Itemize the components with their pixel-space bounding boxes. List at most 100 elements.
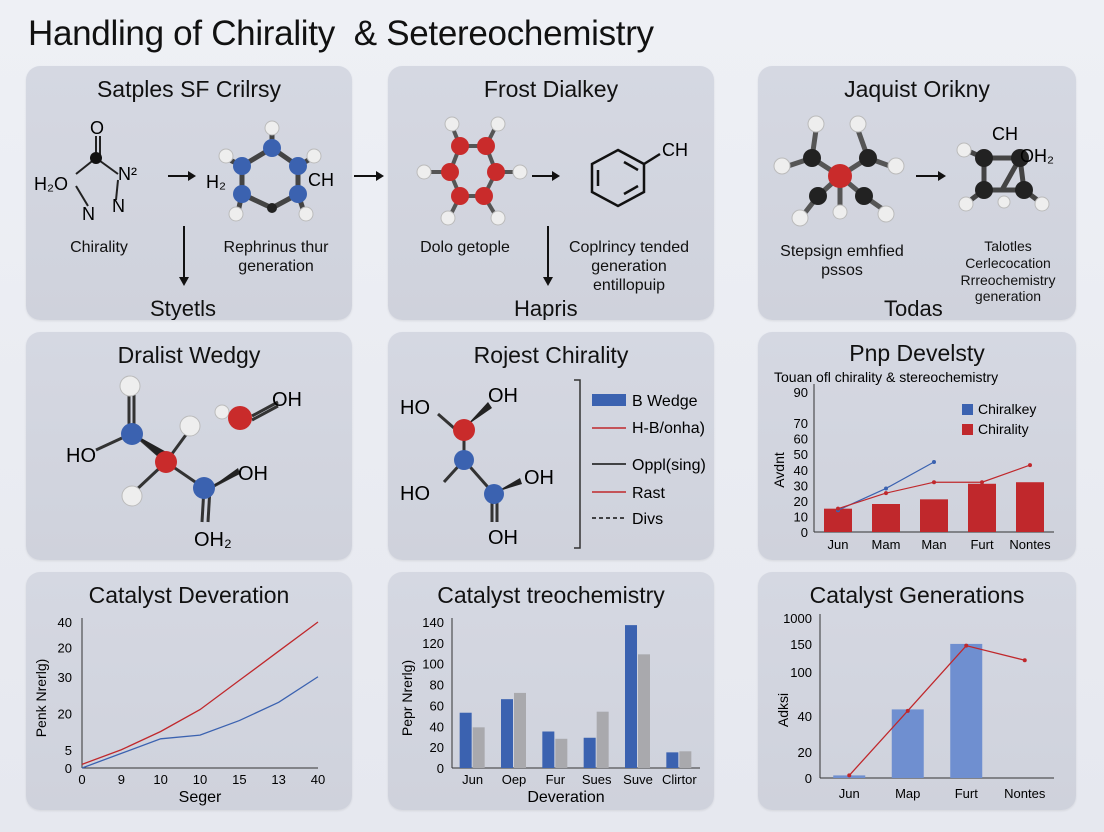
atom-ch: CH <box>992 124 1018 144</box>
atom-oh2: OH₂ <box>1020 146 1054 166</box>
x-tick-label: 13 <box>271 772 285 787</box>
bar <box>920 499 948 532</box>
panel-title: Dralist Wedgy <box>117 342 261 368</box>
panel-title: Satples SF Crilrsy <box>96 76 282 102</box>
molecule-diagram-p4: OH HO OH OH₂ <box>66 375 302 551</box>
bar <box>1016 482 1044 532</box>
arrow-icon <box>916 171 946 181</box>
caption-left: Dolo getople <box>420 239 510 256</box>
atom-ch: CH <box>308 170 334 190</box>
panel-footer: Todas <box>884 296 943 320</box>
bar <box>596 711 609 768</box>
data-point <box>964 643 969 648</box>
atom-ho: HO <box>400 397 430 419</box>
atom-n2: N² <box>118 164 137 184</box>
panel-title: Catalyst Deveration <box>88 582 290 608</box>
atom-oh: OH <box>524 467 554 489</box>
molecule-diagram-p3: CH OH₂ <box>773 115 1054 227</box>
y-axis-label: Penk Nrerlg) <box>33 659 49 738</box>
x-tick-label: Jun <box>462 772 483 787</box>
y-tick-label: 140 <box>422 615 444 630</box>
bar <box>459 712 472 768</box>
y-tick-label: 20 <box>58 641 72 656</box>
legend-label: Rast <box>632 485 665 502</box>
x-tick-label: Clirtor <box>662 772 697 787</box>
bar <box>891 709 924 778</box>
panel-pnp: Pnp Develsty Touan ofl chirality & stere… <box>758 332 1076 560</box>
bar <box>542 731 555 768</box>
bar <box>666 752 679 768</box>
x-tick-label: 40 <box>311 772 325 787</box>
caption-left: Stepsign emhfied pssos <box>780 243 904 280</box>
y-tick-label: 40 <box>58 615 72 630</box>
y-tick-label: 1000 <box>783 611 812 626</box>
y-tick-label: 70 <box>794 416 808 431</box>
atom-oh: OH <box>238 463 268 485</box>
x-tick-label: Suve <box>623 772 653 787</box>
y-tick-label: 30 <box>794 478 808 493</box>
legend-label: Oppl(sing) <box>632 457 706 474</box>
x-axis-label: Seger <box>179 789 222 806</box>
data-point <box>980 480 984 485</box>
atom-ho: HO <box>66 445 96 467</box>
chart-title: Touan ofl chirality & stereochemistry <box>774 369 998 385</box>
bar <box>872 504 900 532</box>
x-tick-label: Mam <box>872 537 901 552</box>
x-tick-label: Oep <box>502 772 527 787</box>
bar <box>501 699 513 768</box>
panel-title: Jaquist Orikny <box>844 76 990 102</box>
panel-frost: Frost Dialkey <box>388 66 714 320</box>
y-tick-label: 100 <box>422 657 444 672</box>
y-tick-label: 90 <box>794 385 808 400</box>
molecule-diagram-p1: O H₂O N² N N <box>34 118 334 286</box>
panel-rojest: Rojest Chirality HO OH HO OH OH B Wedge … <box>388 332 714 560</box>
data-point <box>1028 463 1032 468</box>
atom-oh: OH <box>488 527 518 549</box>
y-tick-label: 120 <box>422 636 444 651</box>
bracket <box>574 379 581 549</box>
x-axis-label: Deveration <box>527 789 604 806</box>
y-tick-label: 20 <box>794 494 808 509</box>
x-tick-label: Furt <box>970 537 994 552</box>
atom-ho: HO <box>400 483 430 505</box>
bar <box>472 727 485 768</box>
y-tick-label: 40 <box>430 719 444 734</box>
molecule-diagram-p2: CH <box>416 116 688 286</box>
data-point <box>932 480 936 485</box>
legend-swatch <box>962 404 973 415</box>
y-axis-label: Adksi <box>775 693 791 727</box>
bar <box>679 751 692 768</box>
arrow-down-icon <box>179 226 189 286</box>
caption-right: Rephrinus thur generation <box>223 239 329 276</box>
x-tick-label: 10 <box>193 772 207 787</box>
y-tick-label: 50 <box>794 447 808 462</box>
data-point <box>1022 658 1027 663</box>
atom-oh2: OH₂ <box>194 529 232 551</box>
y-tick-label: 150 <box>790 637 812 652</box>
data-point <box>884 491 888 496</box>
legend: B Wedge H-B/onha) Oppl(sing) Rast Divs <box>592 393 706 528</box>
legend-swatch <box>962 424 973 435</box>
y-tick-label: 20 <box>430 740 444 755</box>
atom-oh: OH <box>272 389 302 411</box>
series-line-1 <box>81 676 319 769</box>
series-line-0 <box>81 621 319 765</box>
atom-oh: OH <box>488 385 518 407</box>
x-tick-label: Jun <box>839 786 860 801</box>
legend-label: Divs <box>632 511 663 528</box>
x-tick-label: Nontes <box>1009 537 1051 552</box>
arrow-icon <box>168 171 196 181</box>
data-point <box>932 460 936 464</box>
x-tick-label: 0 <box>78 772 85 787</box>
y-tick-label: 60 <box>794 432 808 447</box>
bar <box>824 508 852 532</box>
atom-o: O <box>90 118 104 138</box>
y-tick-label: 5 <box>65 743 72 758</box>
bar <box>638 654 650 768</box>
y-tick-label: 0 <box>65 761 72 776</box>
panel-footer: Styetls <box>150 296 217 320</box>
x-tick-label: Map <box>895 786 920 801</box>
